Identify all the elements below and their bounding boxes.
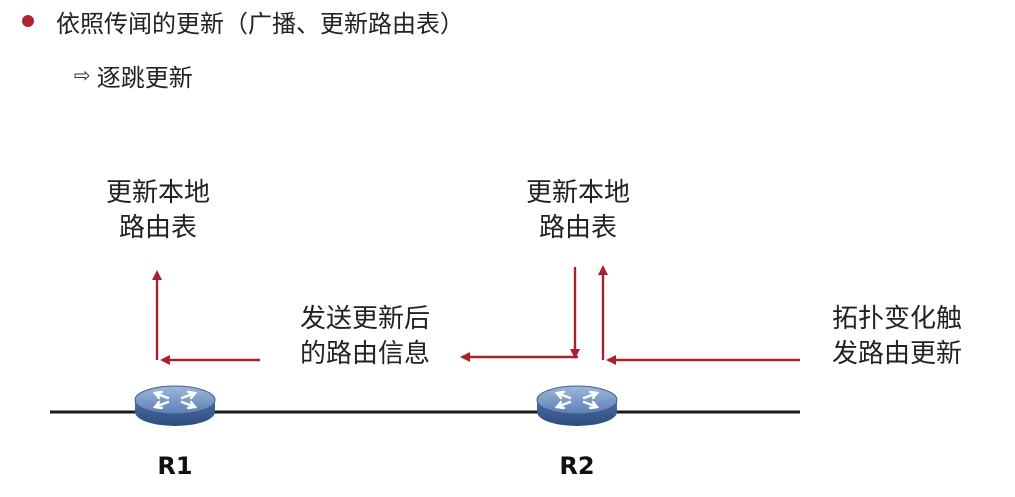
router-r2-icon [535, 384, 619, 428]
bullet-dot-icon [22, 15, 34, 27]
bullet-text: 依照传闻的更新（广播、更新路由表） [56, 9, 464, 38]
sub-point: ⇨ 逐跳更新 [74, 58, 193, 92]
r1-update-label: 更新本地 路由表 [88, 176, 228, 246]
router-r1-icon [133, 384, 217, 428]
sub-point-text: 逐跳更新 [96, 63, 193, 92]
bullet-point: 依照传闻的更新（广播、更新路由表） [22, 4, 464, 38]
r2-update-label: 更新本地 路由表 [508, 176, 648, 246]
right-arrow-icon: ⇨ [74, 63, 91, 87]
r2-update-line1: 更新本地 [525, 178, 630, 208]
trigger-line1: 拓扑变化触 [831, 304, 962, 334]
trigger-line2: 发路由更新 [831, 339, 962, 369]
r1-update-line2: 路由表 [118, 213, 197, 243]
r2-update-line2: 路由表 [538, 213, 617, 243]
router-r2-label: R2 [559, 452, 595, 480]
send-label: 发送更新后 的路由信息 [280, 302, 450, 372]
send-line1: 发送更新后 [299, 304, 430, 334]
trigger-label: 拓扑变化触 发路由更新 [812, 302, 982, 372]
r1-update-line1: 更新本地 [105, 178, 210, 208]
send-line2: 的路由信息 [299, 339, 430, 369]
router-r1-label: R1 [157, 452, 193, 480]
